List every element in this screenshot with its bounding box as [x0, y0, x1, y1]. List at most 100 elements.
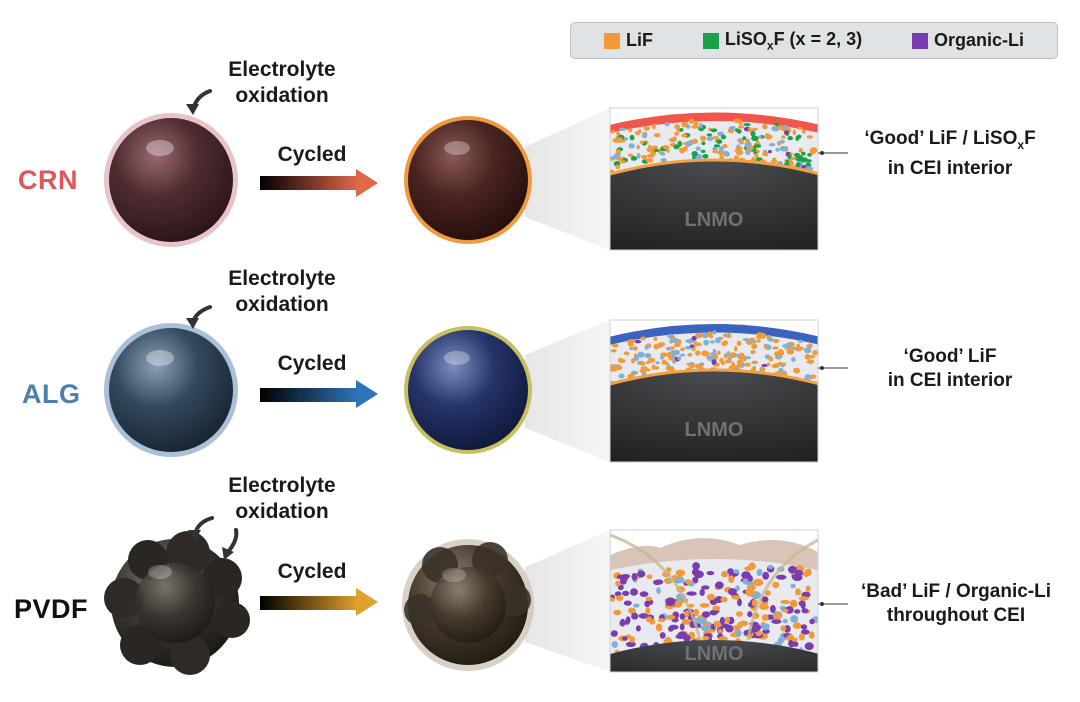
- cei-particle: [633, 603, 640, 608]
- cei-particle: [741, 571, 751, 579]
- cei-particle: [635, 625, 641, 632]
- cei-particle: [710, 352, 717, 356]
- cei-particle: [624, 618, 630, 625]
- cei-particle: [759, 604, 769, 610]
- cei-particle: [655, 623, 663, 632]
- cei-particle: [742, 338, 750, 342]
- cei-particle: [804, 568, 812, 577]
- cei-particle: [720, 596, 728, 603]
- cei-particle: [798, 596, 809, 601]
- cei-particle: [639, 591, 649, 597]
- cei-particle: [706, 593, 716, 601]
- cei-particle: [706, 571, 715, 576]
- cei-particle: [797, 339, 804, 343]
- row-label-pvdf: PVDF: [14, 594, 89, 624]
- cei-particle: [645, 360, 651, 365]
- cei-particle: [671, 351, 676, 358]
- cei-particle: [783, 130, 790, 135]
- cei-particle: [733, 155, 740, 160]
- cei-particle: [766, 362, 771, 367]
- cei-particle: [686, 591, 697, 596]
- cei-particle: [629, 636, 636, 643]
- core-label-crn: LNMO: [685, 209, 744, 231]
- cei-particle: [659, 342, 665, 347]
- cei-particle: [702, 332, 709, 339]
- cei-particle: [707, 355, 713, 362]
- cei-particle: [798, 633, 805, 641]
- cei-particle: [778, 368, 784, 372]
- cei-particle: [673, 144, 680, 150]
- core-label-alg: LNMO: [685, 419, 744, 441]
- cei-particle: [693, 341, 699, 347]
- cei-particle: [718, 146, 724, 152]
- cei-particle: [699, 588, 705, 597]
- cei-particle: [641, 132, 648, 139]
- cei-particle: [768, 356, 774, 362]
- callout-alg: ‘Good’ LiF in CEI interior: [887, 346, 1013, 391]
- cei-particle: [706, 333, 712, 338]
- cei-particle: [800, 157, 808, 163]
- cei-particle: [788, 160, 794, 167]
- cei-particle: [795, 158, 803, 162]
- cei-particle: [794, 609, 801, 614]
- cei-particle: [796, 346, 803, 352]
- cei-particle: [781, 608, 789, 613]
- cei-particle: [620, 160, 627, 164]
- cei-particle: [665, 597, 676, 606]
- cei-particle: [755, 630, 763, 637]
- cei-particle: [798, 600, 806, 607]
- cei-particle: [731, 362, 736, 368]
- cei-particle: [805, 585, 811, 592]
- cei-particle: [675, 569, 686, 577]
- cei-particle: [695, 332, 703, 339]
- cei-particle: [644, 353, 652, 359]
- cei-particle: [661, 361, 669, 365]
- cei-particle: [751, 343, 758, 349]
- cei-particle: [748, 127, 752, 133]
- cei-particle: [762, 629, 770, 634]
- cei-particle: [702, 154, 709, 159]
- cei-particle: [652, 123, 656, 130]
- cei-particle: [685, 124, 691, 129]
- cei-particle: [637, 351, 645, 358]
- cei-particle: [679, 623, 685, 631]
- legend-label-lisoxf: LiSOxF (x = 2, 3): [724, 28, 863, 53]
- legend-swatch-organic-li: [912, 32, 929, 49]
- cei-particle: [742, 578, 749, 585]
- cei-particle: [683, 145, 688, 152]
- cei-particle: [753, 144, 762, 148]
- cei-particle: [634, 339, 642, 344]
- cei-particle: [733, 624, 741, 630]
- cei-particle: [785, 159, 790, 165]
- cei-particle: [615, 164, 621, 170]
- cei-particle: [795, 588, 801, 596]
- cei-particle: [738, 139, 745, 145]
- cei-particle: [735, 629, 742, 638]
- cei-particle: [712, 150, 719, 154]
- cei-particle: [622, 636, 628, 641]
- cei-particle: [665, 567, 672, 572]
- cei-particle: [795, 135, 800, 142]
- cei-particle: [812, 350, 818, 356]
- cei-particle: [804, 353, 811, 360]
- cei-particle: [772, 338, 780, 343]
- cei-particle: [792, 622, 802, 629]
- cei-particle: [791, 357, 796, 362]
- particle-alg: [109, 328, 233, 452]
- cei-particle: [643, 126, 650, 131]
- cei-particle: [706, 133, 713, 137]
- cei-particle: [648, 144, 652, 150]
- cei-particle: [628, 128, 633, 133]
- cei-particle: [768, 149, 772, 154]
- cei-particle: [627, 339, 632, 345]
- cei-particle: [719, 616, 726, 625]
- cei-particle: [761, 596, 769, 603]
- cei-particle: [656, 587, 661, 594]
- cei-particle: [645, 607, 651, 615]
- cei-particle: [610, 349, 617, 353]
- cei-particle: [668, 366, 675, 373]
- cycled-arrow-pvdf: [260, 596, 358, 610]
- cei-particle: [734, 149, 742, 153]
